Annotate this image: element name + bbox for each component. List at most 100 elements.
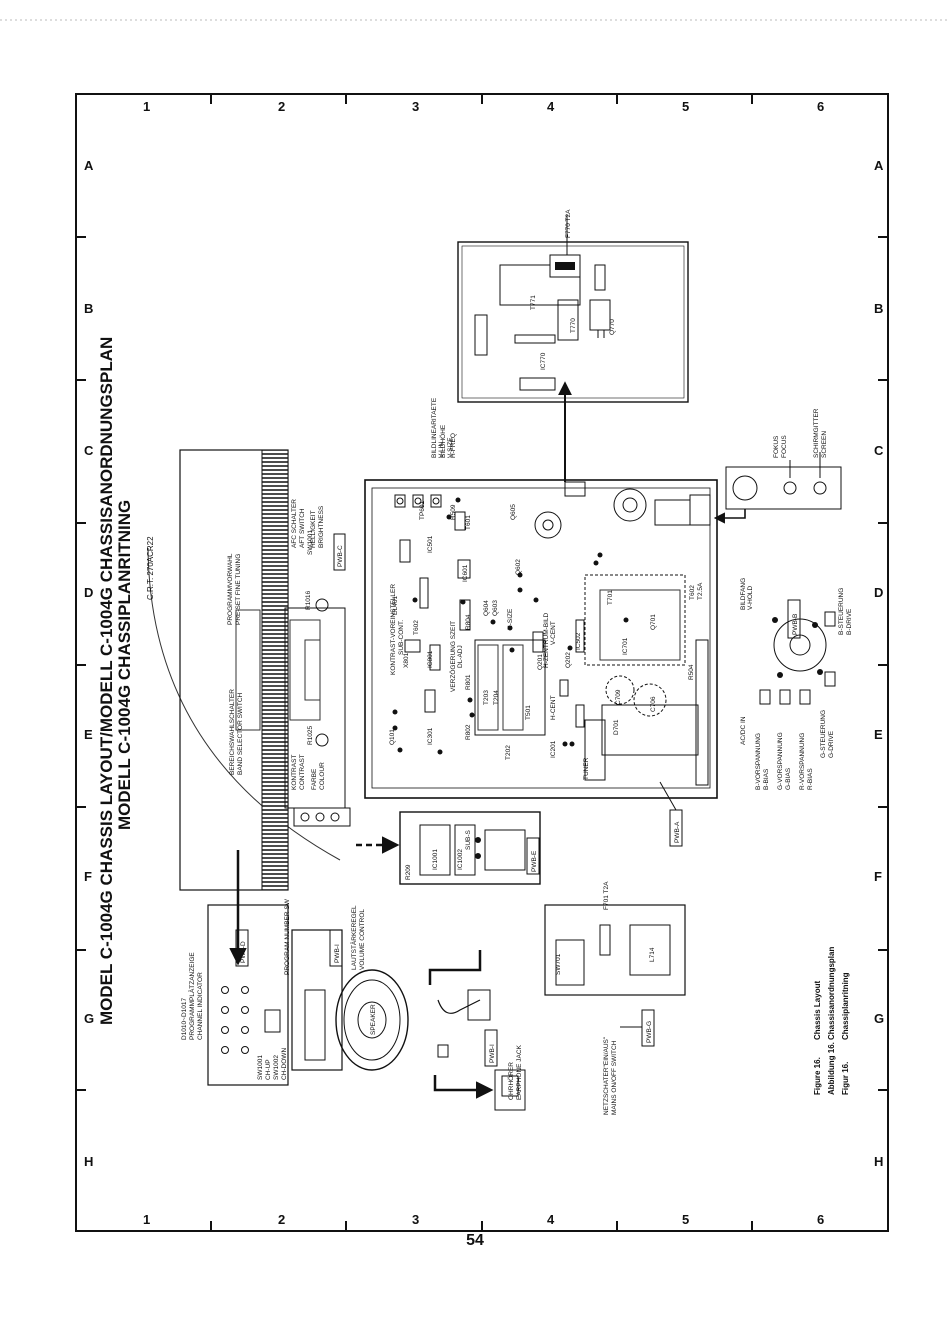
verzoegerung-label: VERZÖGERUNG SZEIT bbox=[449, 621, 457, 692]
svg-text:PWB-E: PWB-E bbox=[531, 850, 538, 872]
v-cent-label: V-CENT bbox=[550, 621, 557, 645]
h-zentrum-label: H-ZENTRUM-BILD bbox=[543, 612, 550, 668]
ic1002-label: IC1002 bbox=[457, 849, 464, 870]
b-steuerung-label: B-STEUERUNG bbox=[838, 588, 845, 635]
colour-label-de: FARBE bbox=[311, 768, 318, 790]
q701-label: Q701 bbox=[650, 614, 657, 630]
r-vorspannung-label: R-VORSPANNUNG bbox=[799, 733, 806, 790]
dl-adj-label: DL-ADJ bbox=[457, 645, 464, 668]
fokus-label: FOKUS bbox=[773, 435, 780, 458]
b-drive-label: B-DRIVE bbox=[846, 608, 853, 635]
sw701-label: SW701 bbox=[555, 953, 562, 975]
power-board-pwb-f bbox=[457, 215, 689, 403]
svg-text:Chassis Layout: Chassis Layout bbox=[813, 981, 822, 1040]
ic770-label: IC770 bbox=[540, 352, 547, 370]
r804-label: R804 bbox=[465, 614, 472, 630]
netzschalter-label: NETZSCHATER"EIN/AUS" bbox=[603, 1036, 610, 1115]
program-number-sw-label: PROGRAM NUMBER SW bbox=[284, 898, 291, 975]
column-ticks bbox=[210, 94, 753, 1231]
t602b-label: T602 bbox=[689, 585, 696, 600]
sub-cont-label: SUB-CONT. bbox=[398, 620, 405, 655]
pwb-a-tag: PWB-A bbox=[659, 781, 683, 847]
crt-socket-board-pwb-b: PWB-B bbox=[759, 599, 836, 705]
r-bias-label: R-BIAS bbox=[807, 768, 814, 790]
q602-label: Q602 bbox=[515, 559, 522, 575]
page-number: 54 bbox=[466, 1232, 484, 1249]
row-label-left: E bbox=[84, 727, 93, 742]
c706-label: C706 bbox=[650, 696, 657, 712]
row-label-left: A bbox=[84, 158, 94, 173]
col-label-bottom: 3 bbox=[412, 1212, 419, 1227]
afc-label-de: AFC SCHALTER bbox=[291, 499, 298, 548]
ch-up-label: CH-UP bbox=[265, 1059, 272, 1080]
ch-down-label: CH-DOWN bbox=[281, 1048, 288, 1080]
q201-label: Q201 bbox=[537, 654, 544, 670]
screen-label: SCREEN bbox=[821, 431, 828, 458]
col-label-top: 1 bbox=[143, 99, 150, 114]
q770-label: Q770 bbox=[609, 319, 616, 335]
h-cent-label: H-CENT bbox=[550, 695, 557, 720]
ic1001-label: IC1001 bbox=[432, 849, 439, 870]
col-label-top: 6 bbox=[817, 99, 824, 114]
col-label-top: 4 bbox=[547, 99, 555, 114]
row-label-right: D bbox=[874, 585, 883, 600]
focus-screen-board bbox=[725, 466, 842, 510]
q603-label: Q603 bbox=[492, 600, 499, 616]
diagram-title-line-1: MODEL C-1004G CHASSIS LAYOUT/MODELL C-10… bbox=[97, 337, 116, 1025]
v-size-label: V-SIZE bbox=[447, 437, 454, 458]
q604-label: Q604 bbox=[483, 600, 490, 616]
row-label-left: B bbox=[84, 301, 93, 316]
sw1002-label: SW1002 bbox=[273, 1055, 280, 1080]
mains-switch-board-pwb-g: PWB-G PWB-I bbox=[437, 904, 686, 1111]
f770-label: F770 T2A bbox=[565, 209, 572, 238]
row-label-left: G bbox=[84, 1011, 94, 1026]
row-label-left: F bbox=[84, 869, 92, 884]
row-label-left: C bbox=[84, 443, 94, 458]
ic701-label: IC701 bbox=[622, 637, 629, 655]
g-steuerung-label: G-STEUERUNG bbox=[820, 710, 827, 758]
diagram-border bbox=[75, 93, 889, 1232]
brightness-label-en: BRIGHTNESS bbox=[318, 505, 325, 548]
arrow-focus-to-main bbox=[713, 509, 746, 524]
b-bias-label: B-BIAS bbox=[763, 768, 770, 790]
figure-caption: Figure 16. Chassis Layout Abbildung 16. … bbox=[813, 947, 850, 1095]
row-label-right: G bbox=[874, 1011, 884, 1026]
sub-board-pwb-e: PWB-E IC1001 IC1002 SUB-S R209 bbox=[399, 811, 541, 885]
g-bias-label: G-BIAS bbox=[785, 767, 792, 790]
ac-dc-in-label: AC/DC IN bbox=[740, 716, 747, 745]
earphone-jack-area bbox=[428, 950, 491, 1021]
svg-text:Abbildung 16.: Abbildung 16. bbox=[827, 1042, 836, 1095]
l714-label: L714 bbox=[649, 947, 656, 962]
svg-text:PWB-A: PWB-A bbox=[674, 821, 681, 843]
svg-text:Chassisanordnungsplan: Chassisanordnungsplan bbox=[827, 947, 836, 1040]
svg-text:PWB-I: PWB-I bbox=[334, 944, 341, 963]
svg-text:Figure 16.: Figure 16. bbox=[813, 1057, 822, 1095]
v-hold-label: V-HOLD bbox=[747, 585, 754, 610]
q101-label: Q101 bbox=[389, 729, 396, 745]
svg-text:PWB-G: PWB-G bbox=[646, 1021, 653, 1043]
row-label-left: H bbox=[84, 1154, 93, 1169]
mains-switch-label: MAINS ON/OFF SWITCH bbox=[611, 1040, 618, 1115]
contrast-label-en: CONTRAST bbox=[299, 754, 306, 790]
col-label-top: 2 bbox=[278, 99, 285, 114]
r209-label: R209 bbox=[405, 864, 412, 880]
band-selector-label-de: BEREICHSWAHLSCHALTER bbox=[229, 689, 236, 775]
main-board-pwb-a bbox=[364, 479, 718, 799]
col-label-bottom: 5 bbox=[682, 1212, 689, 1227]
col-label-bottom: 6 bbox=[817, 1212, 824, 1227]
h-size-label: H-SIZE bbox=[507, 608, 514, 630]
c709-label: C709 bbox=[615, 689, 622, 705]
focus-label: FOCUS bbox=[781, 435, 788, 458]
row-label-right: A bbox=[874, 158, 884, 173]
row-label-right: B bbox=[874, 301, 883, 316]
ic201-label: IC201 bbox=[550, 740, 557, 758]
channel-indicator-label-en: CHANNEL INDICATOR bbox=[197, 972, 204, 1040]
speaker: SPEAKER bbox=[335, 969, 409, 1071]
sw1001b-label: SW1001 bbox=[257, 1055, 264, 1080]
tp601-label: TP601 bbox=[419, 500, 426, 520]
r1025-label: R1025 bbox=[307, 725, 314, 745]
earphone-jack-label: EARPHONE JACK bbox=[516, 1044, 523, 1100]
sw1001-label: SW1001 bbox=[307, 530, 314, 555]
f701-label: F701 T2A bbox=[603, 881, 610, 910]
